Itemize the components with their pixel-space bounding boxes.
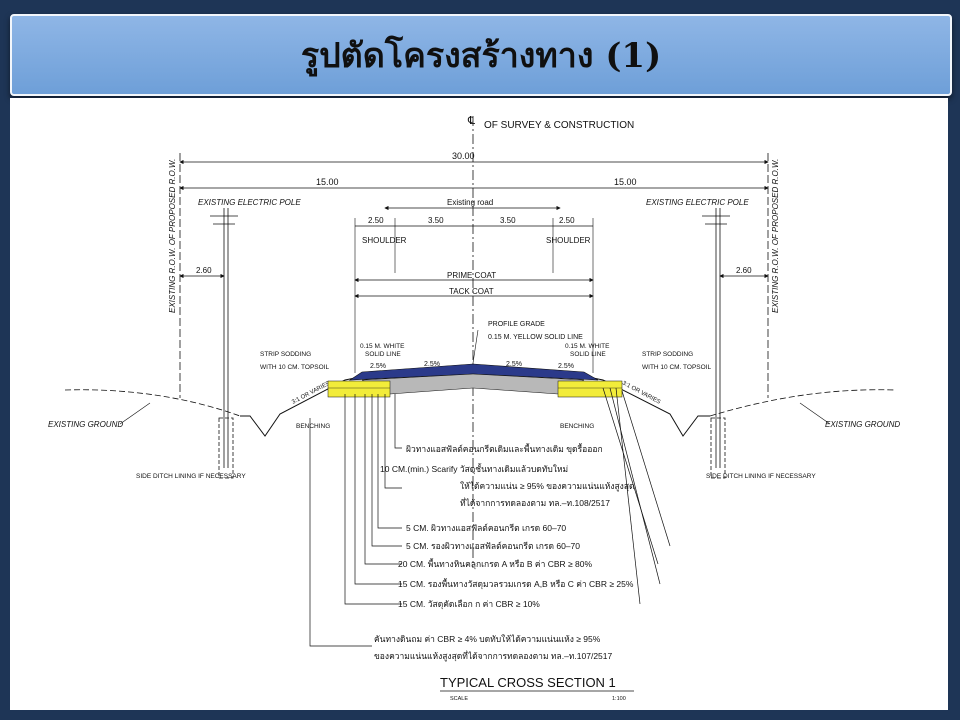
white-line-left-2: SOLID LINE: [365, 351, 401, 358]
centerline-label: OF SURVEY & CONSTRUCTION: [484, 120, 634, 131]
tack-coat-label: TACK COAT: [449, 287, 494, 296]
ground-leader-left: [119, 402, 151, 425]
dim-pole-right: 2.60: [736, 266, 752, 275]
scale-label: SCALE: [450, 696, 468, 702]
row-label-left: EXISTING R.O.W. OF PROPOSED R.O.W.: [168, 159, 177, 313]
note-2c: ที่ได้จากการทดลองตาม ทล.–ท.108/2517: [460, 497, 610, 508]
shoulder-label-right: SHOULDER: [546, 236, 591, 245]
title-bar: รูปตัดโครงสร้างทาง (1): [10, 14, 952, 96]
electric-pole-right: [702, 208, 730, 479]
slope-label-l2: 2.5%: [424, 361, 440, 368]
yellow-line-label: 0.15 M. YELLOW SOLID LINE: [488, 334, 583, 341]
cross-section-svg: ℄ OF SURVEY & CONSTRUCTION EXISTING R.O.…: [48, 115, 900, 702]
base-yellow-left: [327, 380, 391, 398]
prime-coat-label: PRIME COAT: [447, 271, 496, 280]
ditch-label-right: SIDE DITCH LINING IF NECESSARY: [706, 473, 816, 480]
existing-ground-right: [709, 389, 896, 417]
note-8a: คันทางดินถม ค่า CBR ≥ 4% บดทับให้ได้ความ…: [374, 634, 601, 644]
dim-pole-left: 2.60: [196, 266, 212, 275]
base-yellow-right: [557, 380, 623, 398]
white-line-right-2: SOLID LINE: [570, 351, 606, 358]
dim-existing-road: Existing road: [447, 198, 493, 207]
profile-grade-label: PROFILE GRADE: [488, 321, 545, 328]
ditch-label-left: SIDE DITCH LINING IF NECESSARY: [136, 473, 246, 480]
note-1: ผิวทางแอสฟัลต์คอนกรีตเดิมและพื้นทางเดิม …: [406, 443, 603, 455]
embankment-left: [240, 377, 356, 437]
dim-right-half: 15.00: [614, 177, 637, 187]
sodding-left-2: WITH 10 CM. TOPSOIL: [260, 364, 329, 371]
cross-section-drawing: ℄ OF SURVEY & CONSTRUCTION EXISTING R.O.…: [10, 98, 948, 710]
note-6: 15 CM. รองพื้นทางวัสดุมวลรวมเกรด A,B หรื…: [398, 578, 634, 590]
pole-label-left: EXISTING ELECTRIC POLE: [198, 198, 301, 207]
row-label-right: EXISTING R.O.W. OF PROPOSED R.O.W.: [771, 159, 780, 313]
note-8b: ของความแน่นแห้งสูงสุดที่ได้จากการทดลองตา…: [374, 650, 612, 662]
slope-label-r1: 2.5%: [506, 361, 522, 368]
ground-label-left: EXISTING GROUND: [48, 420, 123, 429]
scale-value: 1:100: [612, 696, 626, 702]
note-7: 15 CM. วัสดุคัดเลือก ก ค่า CBR ≥ 10%: [398, 599, 540, 610]
dim-left-half: 15.00: [316, 177, 339, 187]
sodding-right-1: STRIP SODDING: [642, 351, 693, 358]
white-line-left-1: 0.15 M. WHITE: [360, 343, 405, 350]
dim-lane-left: 3.50: [428, 216, 444, 225]
slope-label-l1: 2.5%: [370, 363, 386, 370]
shoulder-label-left: SHOULDER: [362, 236, 407, 245]
note-3: 5 CM. ผิวทางแอสฟัลต์คอนกรีต เกรด 60–70: [406, 523, 566, 533]
side-slope-right: 3:1 OR VARIES: [621, 380, 661, 405]
dim-lane-right: 3.50: [500, 216, 516, 225]
note-leaders: [309, 387, 671, 647]
existing-ground-left: [64, 389, 241, 417]
centerline-symbol: ℄: [467, 115, 475, 127]
side-slope-left: 3:1 OR VARIES: [291, 381, 331, 406]
sodding-right-2: WITH 10 CM. TOPSOIL: [642, 364, 711, 371]
profile-leader: [472, 329, 479, 364]
slope-label-r2: 2.5%: [558, 363, 574, 370]
dim-shoulder-left: 2.50: [368, 216, 384, 225]
ground-label-right: EXISTING GROUND: [825, 420, 900, 429]
note-4: 5 CM. รองผิวทางแอสฟัลต์คอนกรีต เกรด 60–7…: [406, 541, 580, 551]
ground-leader-right: [799, 402, 831, 425]
electric-pole-left: [210, 208, 238, 479]
section-title: TYPICAL CROSS SECTION 1: [440, 675, 616, 690]
sodding-left-1: STRIP SODDING: [260, 351, 311, 358]
slide-title: รูปตัดโครงสร้างทาง (1): [300, 36, 662, 76]
note-2b: ให้ได้ความแน่น ≥ 95% ของความแน่นแห้งสูงส…: [460, 481, 635, 492]
white-line-right-1: 0.15 M. WHITE: [565, 343, 610, 350]
embankment-right: [592, 377, 710, 437]
pole-label-right: EXISTING ELECTRIC POLE: [646, 198, 749, 207]
benching-left: BENCHING: [296, 423, 330, 430]
benching-right: BENCHING: [560, 423, 594, 430]
note-5: 20 CM. พื้นทางหินคลุกเกรด A หรือ B ค่า C…: [398, 558, 592, 570]
dim-total: 30.00: [452, 151, 475, 161]
note-2a: 10 CM.(min.) Scarify วัสดุชั้นทางเดิมแล้…: [380, 463, 568, 475]
dim-shoulder-right: 2.50: [559, 216, 575, 225]
